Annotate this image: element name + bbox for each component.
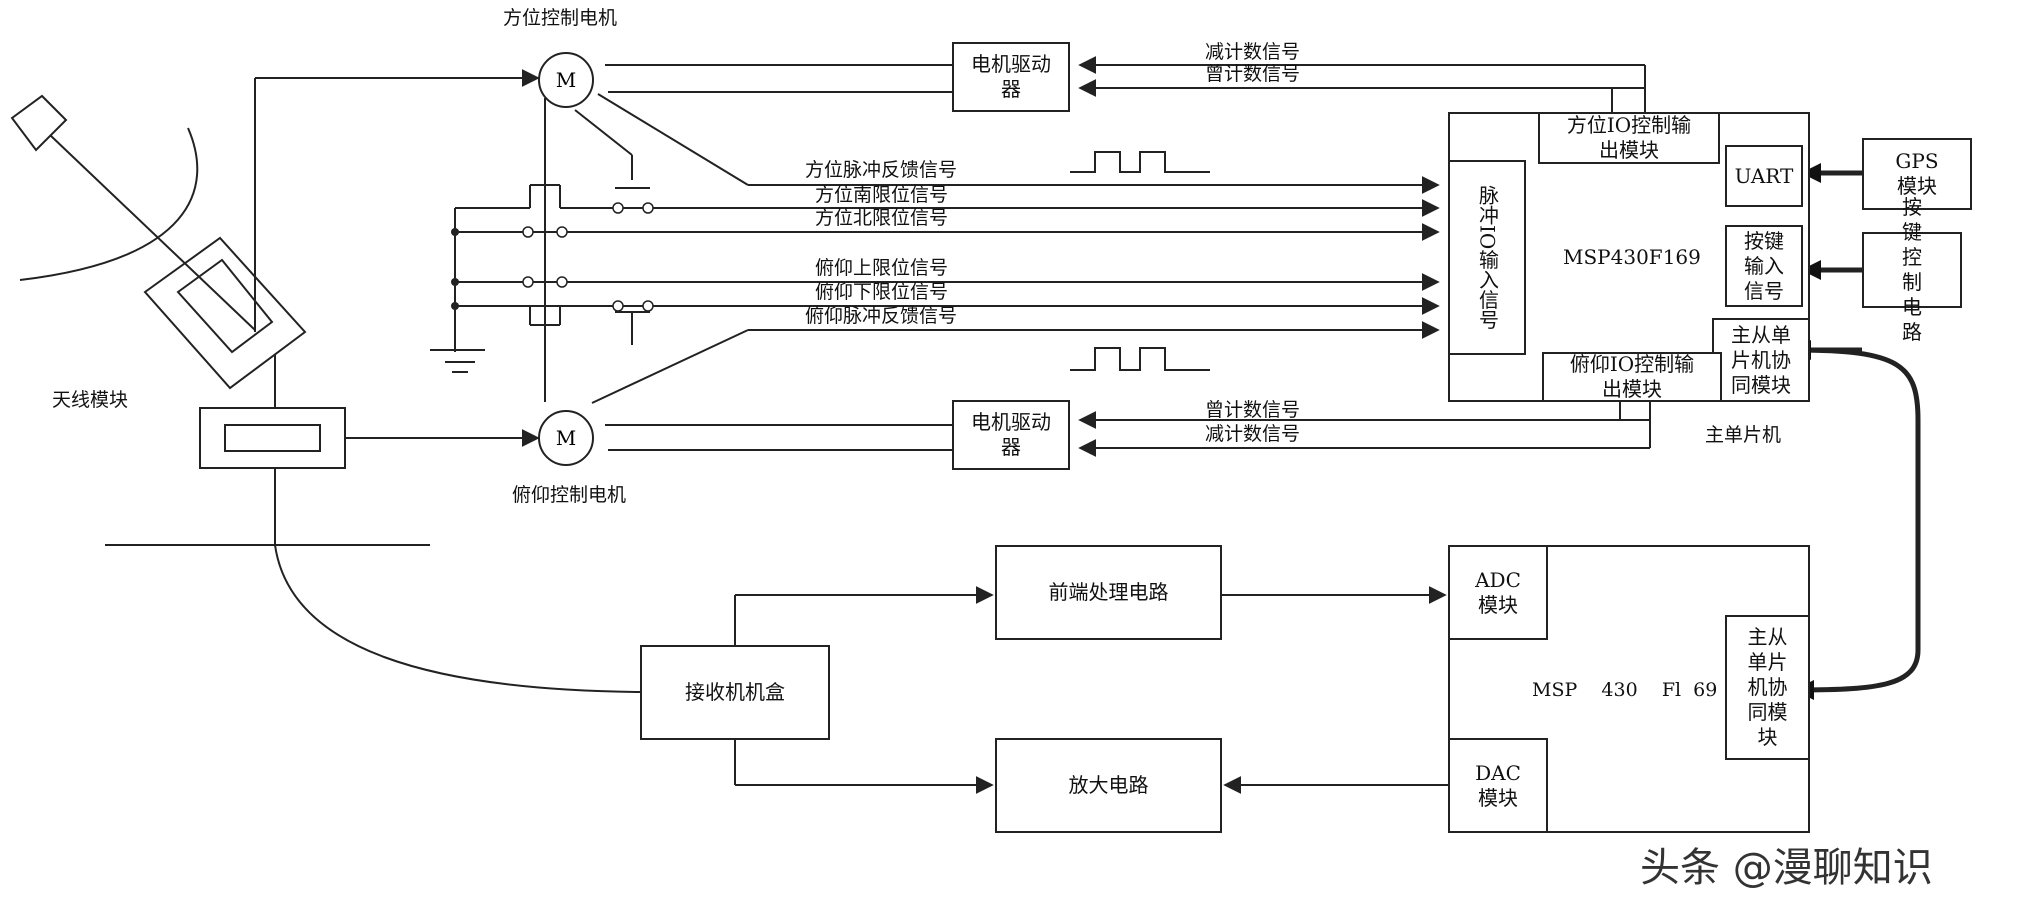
master-slave-module-1: 主从单片机协同模块 [1712, 318, 1810, 402]
watermark: 头条 @漫聊知识 [1640, 845, 1933, 891]
dac-module: DAC模块 [1448, 738, 1548, 833]
amplifier-circuit: 放大电路 [995, 738, 1222, 833]
uart-module: UART [1725, 145, 1803, 207]
az-north-limit-signal: 方位北限位信号 [815, 207, 949, 229]
pulse-io-input: 脉冲IO输入信号 [1448, 160, 1526, 355]
master-slave-module-2: 主从单片机协同模块 [1725, 615, 1810, 760]
pulse-io-input-label: 脉冲IO输入信号 [1475, 185, 1500, 330]
el-motor-driver: 电机驱动器 [952, 400, 1070, 470]
az-dec-count-signal: 减计数信号 [1205, 41, 1301, 63]
mcu1-name: MSP430F169 [1563, 245, 1701, 269]
az-south-limit-signal: 方位南限位信号 [815, 184, 949, 206]
el-inc-count-signal: 曾计数信号 [1205, 399, 1301, 421]
elevation-motor-label: 俯仰控制电机 [512, 484, 627, 506]
key-control-circuit: 按键控制电路 [1862, 195, 1962, 344]
azimuth-motor-label: 方位控制电机 [503, 7, 618, 29]
el-pulse-feedback-signal: 俯仰脉冲反馈信号 [805, 305, 958, 327]
main-mcu-label: 主单片机 [1705, 424, 1782, 446]
az-pulse-feedback-signal: 方位脉冲反馈信号 [805, 159, 958, 181]
az-motor-driver: 电机驱动器 [952, 42, 1070, 112]
receiver-box: 接收机机盒 [640, 645, 830, 740]
frontend-circuit: 前端处理电路 [995, 545, 1222, 640]
elevation-motor: M [538, 410, 594, 466]
mcu2-name: MSP 430 Fl 69 [1532, 679, 1718, 701]
az-inc-count-signal: 曾计数信号 [1205, 63, 1301, 85]
el-lower-limit-signal: 俯仰下限位信号 [815, 281, 949, 303]
antenna-module-label: 天线模块 [52, 389, 129, 411]
adc-module: ADC模块 [1448, 545, 1548, 640]
el-upper-limit-signal: 俯仰上限位信号 [815, 257, 949, 279]
az-io-module: 方位IO控制输出模块 [1538, 112, 1720, 164]
gps-module: GPS模块 [1862, 138, 1972, 210]
el-io-module: 俯仰IO控制输出模块 [1542, 352, 1722, 402]
azimuth-motor: M [538, 52, 594, 108]
el-dec-count-signal: 减计数信号 [1205, 423, 1301, 445]
key-input-module: 按键输入信号 [1725, 225, 1803, 307]
